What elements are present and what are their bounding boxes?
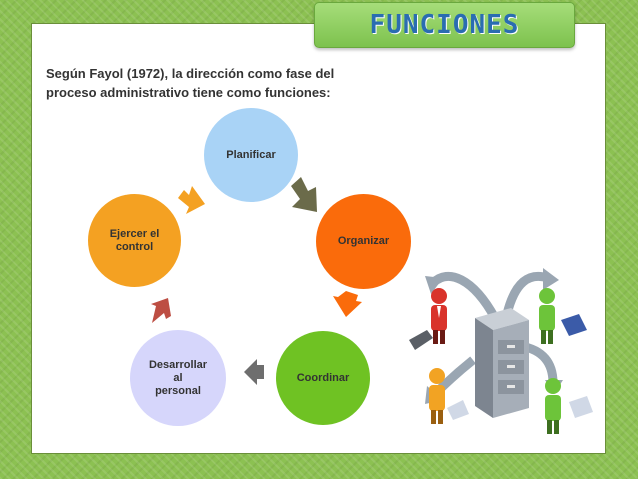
- node-label: Ejercer el: [109, 227, 160, 240]
- title-banner: FUNCIONES: [314, 2, 575, 48]
- node-label: Coordinar: [296, 371, 350, 384]
- slide-title: FUNCIONES: [369, 10, 520, 40]
- intro-text: Según Fayol (1972), la dirección como fa…: [46, 64, 406, 102]
- node-label: Planificar: [226, 148, 276, 161]
- node-label: al: [173, 371, 183, 384]
- node-planificar: Planificar: [204, 108, 298, 202]
- node-organizar: Organizar: [316, 194, 411, 289]
- node-label: control: [115, 240, 154, 253]
- node-label: Desarrollar: [148, 358, 208, 371]
- intro-line-1: Según Fayol (1972), la dirección como fa…: [46, 66, 335, 81]
- node-coordinar: Coordinar: [276, 331, 370, 425]
- intro-line-2: proceso administrativo tiene como funcio…: [46, 85, 331, 100]
- node-desarrollar-al-personal: Desarrollar al personal: [130, 330, 226, 426]
- file-server-network-icon: [409, 268, 593, 434]
- node-ejercer-el-control: Ejercer el control: [88, 194, 181, 287]
- node-label: Organizar: [337, 235, 390, 247]
- node-label: personal: [155, 384, 201, 397]
